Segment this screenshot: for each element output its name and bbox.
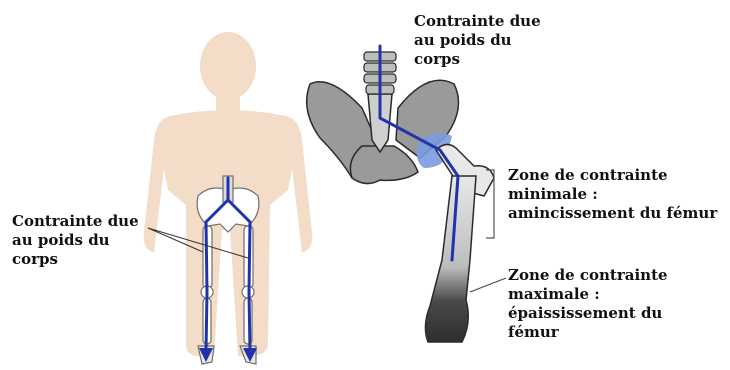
pelvis-large [307,80,459,183]
max-zone-line-3: épaississement du [508,304,668,323]
top-load-line-3: corps [414,50,541,69]
min-zone-line-3: amincissement du fémur [508,204,717,223]
body-load-line-3: corps [12,250,139,269]
max-zone-line-2: maximale : [508,285,668,304]
head-shape [200,32,256,100]
max-zone-pointer [470,278,506,292]
top-load-line-1: Contrainte due [414,12,541,31]
min-zone-line-2: minimale : [508,185,717,204]
max-zone-line-1: Zone de contrainte [508,266,668,285]
body-load-label: Contrainte due au poids du corps [12,212,139,269]
pelvis-lower-ring [350,146,418,184]
min-zone-line-1: Zone de contrainte [508,166,717,185]
max-zone-line-4: fémur [508,323,668,342]
body-load-line-2: au poids du [12,231,139,250]
min-zone-label: Zone de contrainte minimale : amincissem… [508,166,717,223]
max-zone-label: Zone de contrainte maximale : épaississe… [508,266,668,342]
top-load-label: Contrainte due au poids du corps [414,12,541,69]
body-load-line-1: Contrainte due [12,212,139,231]
top-load-line-2: au poids du [414,31,541,50]
femur-large [425,144,494,342]
torso-shape [144,110,313,356]
